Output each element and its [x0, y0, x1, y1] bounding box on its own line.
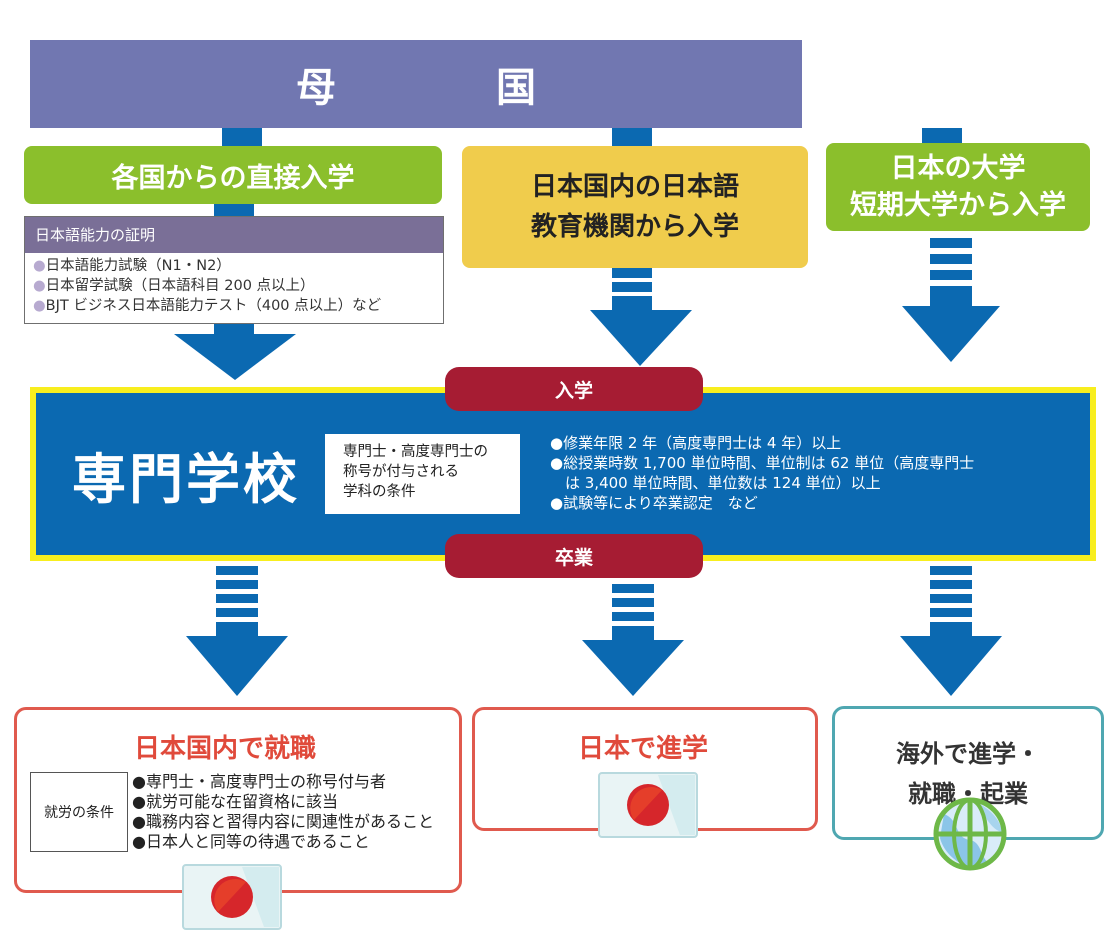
school-requirements: ●修業年限 2 年（高度専門士は 4 年）以上 ●総授業時数 1,700 単位時… [550, 433, 974, 513]
enter-badge: 入学 [445, 367, 703, 411]
source-lang-line-1: 日本国内の日本語 [530, 172, 739, 202]
source-direct-label: 各国からの直接入学 [111, 162, 355, 194]
outcome-abroad-line-1: 海外で進学・ [896, 740, 1040, 768]
arrow-out-right-head [900, 636, 1002, 696]
arrow-lang-stem-3 [612, 296, 652, 310]
arrow-out-left-dash-1 [216, 566, 258, 575]
arrow-univ-dash-3 [930, 270, 972, 280]
source-language-school-box: 日本国内の日本語 教育機関から入学 [462, 146, 808, 268]
home-country-banner: 母 国 [30, 40, 802, 128]
arrow-out-right-stem [930, 622, 972, 636]
school-condition-line-3: 学科の条件 [343, 484, 416, 500]
labor-condition-text: 就労の条件 [44, 805, 114, 821]
arrow-out-mid-head [582, 640, 684, 696]
arrow-out-left-stem [216, 622, 258, 636]
arrow-out-right-dash-1 [930, 566, 972, 575]
proficiency-item-text: BJT ビジネス日本語能力テスト（400 点以上）など [45, 298, 382, 314]
japan-flag-icon [598, 772, 698, 838]
source-lang-line-2: 教育機関から入学 [530, 212, 739, 242]
school-condition-label: 専門士・高度専門士の 称号が付与される 学科の条件 [325, 434, 520, 514]
source-univ-line-1: 日本の大学 [890, 153, 1026, 184]
arrow-out-mid-dash-1 [612, 584, 654, 593]
school-title: 専門学校 [72, 448, 300, 511]
arrow-out-left-head [186, 636, 288, 696]
home-country-title: 母 国 [296, 65, 596, 111]
proficiency-item-text: 日本語能力試験（N1・N2） [45, 258, 231, 274]
bullet-icon: ● [33, 258, 46, 274]
labor-condition-item: ●日本人と同等の待遇であること [132, 832, 370, 851]
proficiency-panel-title: 日本語能力の証明 [25, 217, 443, 253]
arrow-lang-stem-2 [612, 282, 652, 292]
requirement-item: ●総授業時数 1,700 単位時間、単位制は 62 単位（高度専門士 [550, 454, 975, 472]
source-univ-line-2: 短期大学から入学 [850, 190, 1066, 221]
connector-home-direct [222, 128, 262, 146]
arrow-out-left-dash-3 [216, 594, 258, 603]
arrow-direct-head [174, 334, 296, 380]
proficiency-item: ●日本語能力試験（N1・N2） [25, 256, 443, 276]
source-university-box: 日本の大学 短期大学から入学 [826, 143, 1090, 231]
connector-home-univ [922, 128, 962, 143]
arrow-lang-stem-1 [612, 268, 652, 278]
school-condition-line-2: 称号が付与される [343, 464, 459, 480]
enter-label: 入学 [554, 379, 593, 402]
arrow-univ-dash-1 [930, 238, 972, 248]
arrow-out-mid-dash-2 [612, 598, 654, 607]
arrow-out-mid-dash-3 [612, 612, 654, 621]
connector-direct-cert [214, 204, 254, 216]
connector-home-lang [612, 128, 652, 146]
arrow-out-right-dash-2 [930, 580, 972, 589]
proficiency-item-text: 日本留学試験（日本語科目 200 点以上） [45, 278, 315, 294]
japan-flag-icon [182, 864, 282, 930]
arrow-univ-stem [930, 286, 972, 306]
outcome-further-study-title: 日本で進学 [578, 734, 709, 764]
arrow-out-left-dash-4 [216, 608, 258, 617]
proficiency-item: ●BJT ビジネス日本語能力テスト（400 点以上）など [25, 296, 443, 316]
requirement-item: ●試験等により卒業認定 など [550, 494, 758, 512]
arrow-out-mid-stem [612, 626, 654, 640]
proficiency-item: ●日本留学試験（日本語科目 200 点以上） [25, 276, 443, 296]
labor-condition-item: ●職務内容と習得内容に関連性があること [132, 812, 434, 831]
bullet-icon: ● [33, 278, 46, 294]
arrow-direct-stem [214, 324, 254, 334]
school-condition-line-1: 専門士・高度専門士の [343, 444, 488, 460]
outcome-employment-title: 日本国内で就職 [134, 734, 317, 764]
graduate-badge: 卒業 [445, 534, 703, 578]
labor-condition-item: ●就労可能な在留資格に該当 [132, 792, 338, 811]
japanese-proficiency-panel: 日本語能力の証明 ●日本語能力試験（N1・N2） ●日本留学試験（日本語科目 2… [24, 216, 444, 324]
labor-condition-label: 就労の条件 [30, 772, 128, 852]
requirement-item: は 3,400 単位時間、単位数は 124 単位）以上 [550, 474, 881, 492]
labor-condition-item: ●専門士・高度専門士の称号付与者 [132, 772, 386, 791]
arrow-out-right-dash-3 [930, 594, 972, 603]
labor-condition-list: ●専門士・高度専門士の称号付与者 ●就労可能な在留資格に該当 ●職務内容と習得内… [132, 772, 434, 852]
outcome-abroad-title: 海外で進学・ 就職・起業 [860, 734, 1076, 814]
graduate-label: 卒業 [554, 546, 593, 569]
source-direct-box: 各国からの直接入学 [24, 146, 442, 204]
globe-icon [933, 797, 1007, 871]
arrow-out-left-dash-2 [216, 580, 258, 589]
arrow-out-right-dash-4 [930, 608, 972, 617]
bullet-icon: ● [33, 298, 46, 314]
arrow-univ-dash-2 [930, 254, 972, 264]
requirement-item: ●修業年限 2 年（高度専門士は 4 年）以上 [550, 434, 842, 452]
arrow-univ-head [902, 306, 1000, 362]
arrow-lang-head [590, 310, 692, 366]
